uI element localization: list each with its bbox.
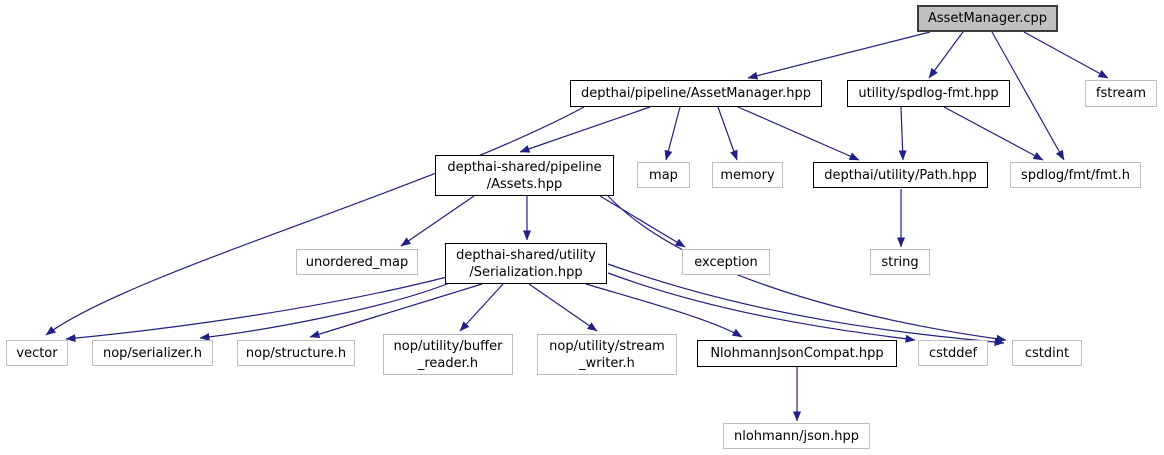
node-cstdint: cstdint: [1012, 340, 1082, 366]
edge-depthai-shared-utility-serialization-hpp--nop-utility-stream-writer-h: [528, 283, 598, 332]
node-label: memory: [720, 167, 775, 183]
edge-depthai-shared-utility-serialization-hpp--nlohmannjsoncompat-hpp: [585, 283, 743, 338]
node-unordered-map: unordered_map: [296, 249, 418, 275]
node-label: fstream: [1095, 86, 1147, 101]
node-label: nop/structure.h: [245, 345, 347, 361]
node-label: string: [881, 254, 919, 270]
edge-assetmanager-cpp--utility-spdlog-fmt-hpp: [928, 31, 964, 79]
node-label: map: [649, 167, 678, 183]
node-nop-utility-stream-writer-h: nop/utility/stream_writer.h: [537, 334, 677, 375]
node-label: nop/utility/stream: [549, 338, 665, 354]
edge-depthai-shared-utility-serialization-hpp--nop-utility-buffer-reader-h: [459, 283, 504, 332]
node-label: cstddef: [928, 345, 978, 361]
node-label: AssetManager.cpp: [927, 11, 1048, 26]
node-label: NlohmannJsonCompat.hpp: [710, 346, 884, 361]
edge-depthai-pipeline-assetmanager-hpp--vector: [45, 106, 585, 336]
node-label: cstdint: [1024, 345, 1070, 361]
node-nop-structure-h: nop/structure.h: [237, 340, 355, 366]
edge-depthai-shared-utility-serialization-hpp--cstdint: [607, 263, 1005, 347]
edge-depthai-pipeline-assetmanager-hpp--memory: [717, 106, 738, 161]
edge-depthai-shared-utility-serialization-hpp--vector: [65, 276, 448, 343]
node-label: exception: [694, 254, 758, 270]
edge-depthai-shared-pipeline-assets-hpp--cstdint: [607, 195, 1007, 343]
edge-depthai-shared-utility-serialization-hpp--nop-serializer-h: [199, 281, 453, 341]
node-label: utility/spdlog-fmt.hpp: [858, 86, 999, 101]
node-label: depthai/utility/Path.hpp: [824, 167, 977, 183]
node-label: depthai-shared/utility: [456, 247, 596, 263]
edge-depthai-pipeline-assetmanager-hpp--depthai-shared-pipeline-assets-hpp: [519, 106, 651, 153]
edge-assetmanager-cpp--depthai-pipeline-assetmanager-hpp: [747, 31, 931, 80]
node-nlohmann-json-hpp: nlohmann/json.hpp: [723, 423, 870, 449]
node-exception: exception: [682, 249, 770, 275]
node-depthai-shared-utility-serialization-hpp[interactable]: depthai-shared/utility/Serialization.hpp: [445, 243, 607, 284]
node-nlohmannjsoncompat-hpp[interactable]: NlohmannJsonCompat.hpp: [697, 340, 897, 367]
edge-depthai-pipeline-assetmanager-hpp--map: [664, 106, 681, 161]
node-map: map: [637, 162, 690, 188]
node-depthai-pipeline-assetmanager-hpp[interactable]: depthai/pipeline/AssetManager.hpp: [570, 80, 822, 107]
edge-depthai-shared-pipeline-assets-hpp--exception: [599, 195, 686, 248]
node-label: _writer.h: [579, 355, 635, 371]
node-memory: memory: [712, 162, 783, 188]
node-label: /Assets.hpp: [486, 176, 563, 192]
edge-depthai-shared-pipeline-assets-hpp--unordered-map: [400, 195, 475, 247]
node-label: /Serialization.hpp: [469, 264, 583, 280]
edge-assetmanager-cpp--spdlog-fmt-fmt-h: [991, 31, 1065, 161]
node-nop-serializer-h: nop/serializer.h: [92, 340, 213, 366]
edge-depthai-shared-utility-serialization-hpp--cstddef: [607, 272, 916, 343]
edge-depthai-shared-utility-serialization-hpp--nop-structure-h: [309, 283, 483, 339]
edge-utility-spdlog-fmt-hpp--depthai-utility-path-hpp: [898, 106, 907, 161]
edge-utility-spdlog-fmt-hpp--spdlog-fmt-fmt-h: [943, 106, 1044, 161]
node-cstddef: cstddef: [918, 340, 988, 366]
node-fstream: fstream: [1085, 80, 1157, 107]
edge-assetmanager-cpp--fstream: [1023, 31, 1109, 79]
node-spdlog-fmt-fmt-h: spdlog/fmt/fmt.h: [1010, 162, 1141, 188]
node-label: nlohmann/json.hpp: [734, 428, 859, 444]
node-vector: vector: [6, 340, 68, 366]
node-label: nop/utility/buffer: [393, 338, 503, 354]
edge-depthai-pipeline-assetmanager-hpp--depthai-utility-path-hpp: [737, 106, 860, 161]
node-label: nop/serializer.h: [102, 345, 203, 361]
node-utility-spdlog-fmt-hpp[interactable]: utility/spdlog-fmt.hpp: [847, 80, 1010, 107]
node-depthai-shared-pipeline-assets-hpp[interactable]: depthai-shared/pipeline/Assets.hpp: [435, 155, 614, 196]
node-nop-utility-buffer-reader-h: nop/utility/buffer_reader.h: [383, 334, 513, 375]
node-label: unordered_map: [305, 254, 409, 270]
node-string: string: [870, 249, 930, 275]
node-label: depthai/pipeline/AssetManager.hpp: [581, 86, 811, 101]
node-assetmanager-cpp: AssetManager.cpp: [917, 5, 1058, 32]
node-label: _reader.h: [417, 355, 479, 371]
node-label: spdlog/fmt/fmt.h: [1021, 167, 1130, 183]
node-label: vector: [16, 345, 58, 361]
node-label: depthai-shared/pipeline: [447, 159, 602, 175]
node-depthai-utility-path-hpp[interactable]: depthai/utility/Path.hpp: [813, 162, 988, 188]
